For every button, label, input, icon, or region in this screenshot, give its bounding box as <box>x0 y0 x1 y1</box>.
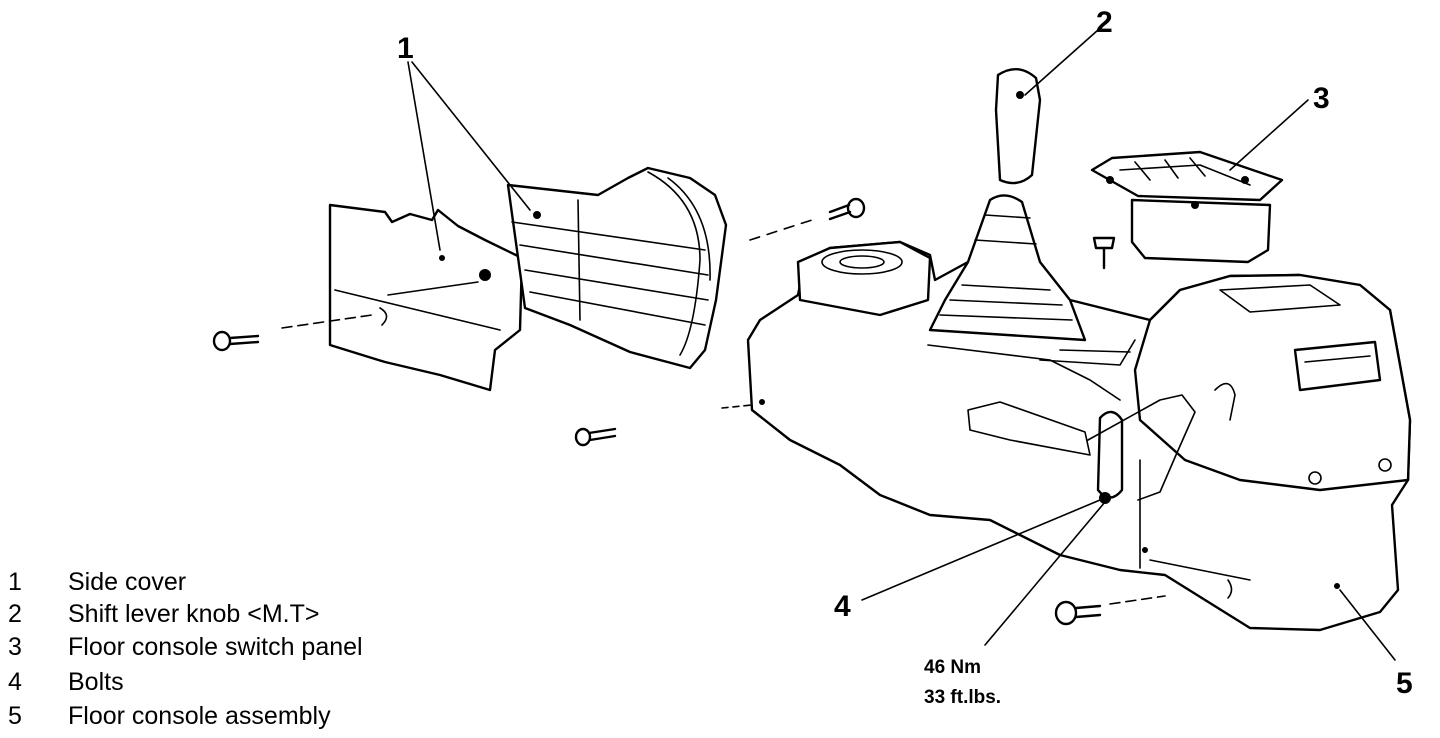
callout-2: 2 <box>1096 6 1113 39</box>
legend-label-2: Shift lever knob <M.T> <box>68 600 320 628</box>
torque-imperial: 33 ft.lbs. <box>924 687 1001 708</box>
legend-num-4: 4 <box>8 668 22 696</box>
screw-right-lower <box>1054 595 1166 626</box>
legend-label-4: Bolts <box>68 668 124 696</box>
leader-lines <box>407 29 1396 661</box>
screw-left <box>212 314 373 352</box>
legend-label-5: Floor console assembly <box>68 702 331 730</box>
screw-upper-middle <box>749 197 866 241</box>
legend-num-1: 1 <box>8 568 22 596</box>
callout-3: 3 <box>1313 82 1330 115</box>
floor-console-assembly <box>721 194 1412 632</box>
torque-metric: 46 Nm <box>924 657 981 678</box>
screw-lower-left <box>574 427 617 447</box>
legend-num-5: 5 <box>8 702 22 730</box>
side-cover-left-panel <box>328 203 524 392</box>
legend-label-1: Side cover <box>68 568 186 596</box>
screw-switch-panel <box>1092 236 1116 270</box>
legend-label-3: Floor console switch panel <box>68 633 363 661</box>
legend-num-2: 2 <box>8 600 22 628</box>
callout-4: 4 <box>834 590 851 623</box>
side-cover-ribbed-section <box>506 166 728 370</box>
legend-num-3: 3 <box>8 633 22 661</box>
callout-1: 1 <box>397 32 414 65</box>
legend: 1 Side cover 2 Shift lever knob <M.T> 3 … <box>8 568 363 730</box>
callout-5: 5 <box>1396 667 1413 700</box>
shift-lever-knob <box>994 68 1042 185</box>
floor-console-switch-panel <box>1090 150 1284 264</box>
